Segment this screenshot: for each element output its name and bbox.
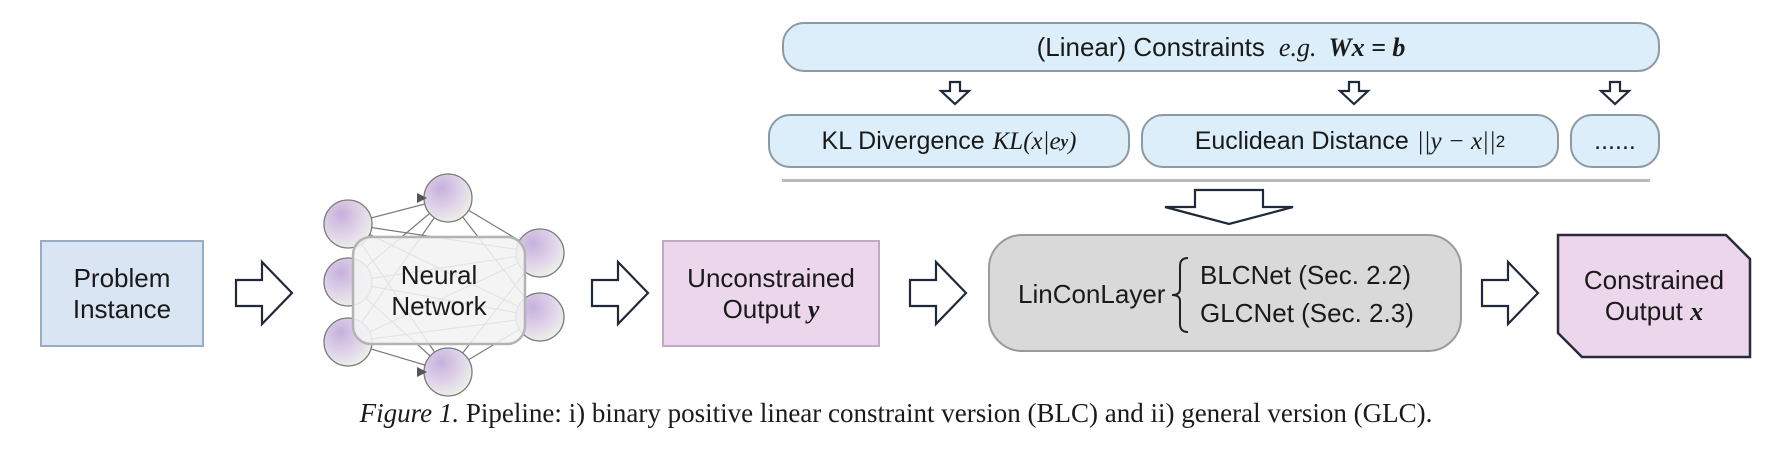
arrow-down-icon	[1337, 80, 1371, 106]
euclid-formula: ||y − x||	[1416, 127, 1496, 155]
constraints-equation: Wx = b	[1328, 32, 1406, 62]
euclidean-distance-box: Euclidean Distance ||y − x||2	[1141, 114, 1559, 168]
figure-caption: Figure 1. Pipeline: i) binary positive l…	[0, 398, 1792, 429]
large-arrow-down-icon	[1164, 188, 1294, 226]
unconstrained-output-box: Unconstrained Output y	[662, 240, 880, 347]
separator-line	[782, 179, 1650, 182]
problem-line1: Problem	[73, 262, 171, 293]
constrained-var: x	[1690, 297, 1704, 326]
network-node	[323, 199, 373, 249]
constraints-box: (Linear) Constraints e.g. Wx = b	[782, 22, 1660, 72]
arrow-right-icon	[234, 259, 294, 327]
kl-formula: KL(x|e	[992, 127, 1061, 155]
neural-network-label: Neural Network	[353, 237, 525, 344]
problem-line2: Instance	[72, 293, 172, 324]
linconlayer-title: LinConLayer	[1018, 279, 1166, 309]
arrow-down-icon	[1598, 80, 1632, 106]
network-line2: Network	[391, 290, 487, 321]
caption-text: Pipeline: i) binary positive linear cons…	[465, 398, 1433, 428]
lincon-option-glc: GLCNet (Sec. 2.3)	[1200, 298, 1414, 328]
arrow-right-icon	[590, 259, 650, 327]
linconlayer-box: LinConLayer BLCNet (Sec. 2.2) GLCNet (Se…	[988, 234, 1462, 352]
kl-close: )	[1068, 127, 1077, 155]
unconstrained-line1: Unconstrained	[687, 262, 855, 293]
more-ellipsis: ......	[1594, 126, 1636, 155]
arrow-down-icon	[938, 80, 972, 106]
neural-network-box	[351, 235, 527, 346]
constraints-eg: e.g.	[1278, 32, 1317, 62]
constrained-line1: Constrained	[1583, 265, 1725, 295]
edge-arrowhead	[417, 367, 427, 377]
constrained-output-box: Constrained Output x	[1556, 233, 1752, 359]
arrow-right-icon	[908, 259, 968, 327]
kl-superscript: y	[1060, 131, 1069, 151]
kl-label: KL Divergence	[821, 126, 985, 155]
brace-icon	[1171, 257, 1189, 333]
constrained-line2: Output	[1604, 296, 1683, 326]
euclid-subscript: 2	[1495, 131, 1506, 151]
more-distances-box: ......	[1570, 114, 1660, 168]
arrow-right-icon	[1480, 259, 1540, 327]
caption-label: Figure 1.	[359, 398, 460, 428]
network-nodes	[323, 173, 565, 397]
euclid-label: Euclidean Distance	[1194, 126, 1409, 155]
problem-instance-box: Problem Instance	[40, 240, 204, 347]
constrained-output-shape	[1556, 233, 1752, 359]
constraints-label: (Linear) Constraints	[1036, 31, 1265, 62]
edge-arrowhead	[417, 193, 427, 203]
network-line1: Neural	[400, 259, 478, 290]
unconstrained-var: y	[807, 294, 820, 324]
lincon-option-blc: BLCNet (Sec. 2.2)	[1200, 260, 1411, 290]
unconstrained-line2: Output	[722, 293, 801, 324]
